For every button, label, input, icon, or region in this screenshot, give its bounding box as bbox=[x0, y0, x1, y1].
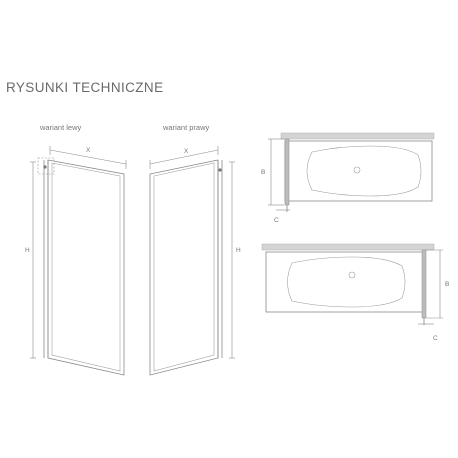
glass-panel-left bbox=[47, 159, 125, 376]
plan-view-top: B C bbox=[261, 132, 435, 224]
bathtub-basin-bottom bbox=[287, 256, 406, 308]
dim-label-h-right: H bbox=[236, 247, 241, 254]
dim-label-b-bottom: B bbox=[445, 281, 449, 288]
screen-glass-bottom bbox=[421, 249, 427, 319]
fixing-point-left bbox=[43, 165, 47, 169]
caption-variant-left: wariant lewy bbox=[40, 123, 82, 132]
fixing-detail-box bbox=[37, 157, 55, 175]
dim-label-x-right: X bbox=[184, 148, 189, 155]
bathtub-outer-bottom bbox=[265, 251, 425, 313]
plan-view-bottom: B C bbox=[261, 243, 449, 342]
drain-bottom bbox=[348, 271, 356, 279]
drawing-variant-left: X H bbox=[25, 146, 127, 376]
dim-line-x-right bbox=[149, 149, 219, 165]
page-title: RYSUNKI TECHNICZNE bbox=[6, 80, 164, 95]
dim-label-b-top: B bbox=[261, 169, 265, 176]
screen-glass-top bbox=[284, 138, 290, 206]
dim-label-c-top: C bbox=[274, 217, 279, 224]
fixing-point-right bbox=[218, 168, 222, 172]
glass-panel-right bbox=[149, 159, 219, 376]
dim-line-x-left bbox=[49, 149, 127, 165]
wall-strip-bottom bbox=[261, 243, 435, 251]
dim-label-x-left: X bbox=[86, 147, 91, 154]
dim-label-h-left: H bbox=[25, 247, 30, 254]
glass-panel-right-inner bbox=[153, 162, 215, 372]
bathtub-basin-top bbox=[306, 145, 422, 197]
dim-label-c-bottom: C bbox=[433, 335, 438, 342]
caption-variant-right: wariant prawy bbox=[163, 123, 210, 132]
wall-strip-top bbox=[280, 132, 435, 140]
drawing-variant-right: X H bbox=[149, 146, 241, 376]
glass-panel-left-inner bbox=[51, 162, 121, 372]
drain-top bbox=[353, 166, 361, 174]
